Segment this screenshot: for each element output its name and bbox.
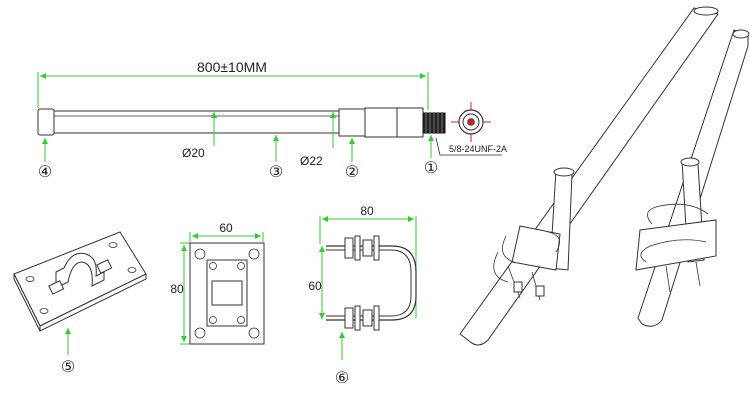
ubolt-width-label: 80 [360, 204, 374, 218]
dia-base-label: Ø22 [300, 154, 323, 168]
callout-4: ④ [38, 164, 52, 181]
antenna-side-view: 800±10MM 5/8-24UNF-2A Ø20 Ø22 [37, 59, 507, 181]
callout-3: ③ [269, 164, 283, 181]
length-dimension-label: 800±10MM [197, 59, 267, 75]
end-cap [37, 108, 55, 136]
plate-width-label: 60 [219, 221, 233, 235]
u-bolt-view: 80 60 ⑥ [308, 204, 417, 387]
connector-end-view [451, 102, 491, 142]
base-section-1 [364, 107, 398, 138]
callout-5: ⑤ [61, 359, 75, 376]
radome-tube [53, 110, 340, 134]
callout-6: ⑥ [335, 370, 349, 387]
ubolt-height-label: 60 [308, 279, 322, 293]
callout-2: ② [345, 164, 359, 181]
assembly-view-short [635, 29, 750, 327]
base-sleeve [338, 108, 366, 137]
mounting-plate-isometric: ⑤ [13, 231, 147, 376]
connector-thread-label: 5/8-24UNF-2A [449, 144, 507, 154]
assembly-view-long [459, 6, 719, 346]
base-section-2 [396, 107, 424, 138]
dia-body-label: Ø20 [182, 146, 205, 160]
plate-height-label: 80 [170, 282, 184, 296]
callout-1: ① [424, 160, 438, 177]
mounting-plate-top-view: 60 80 [170, 221, 265, 345]
